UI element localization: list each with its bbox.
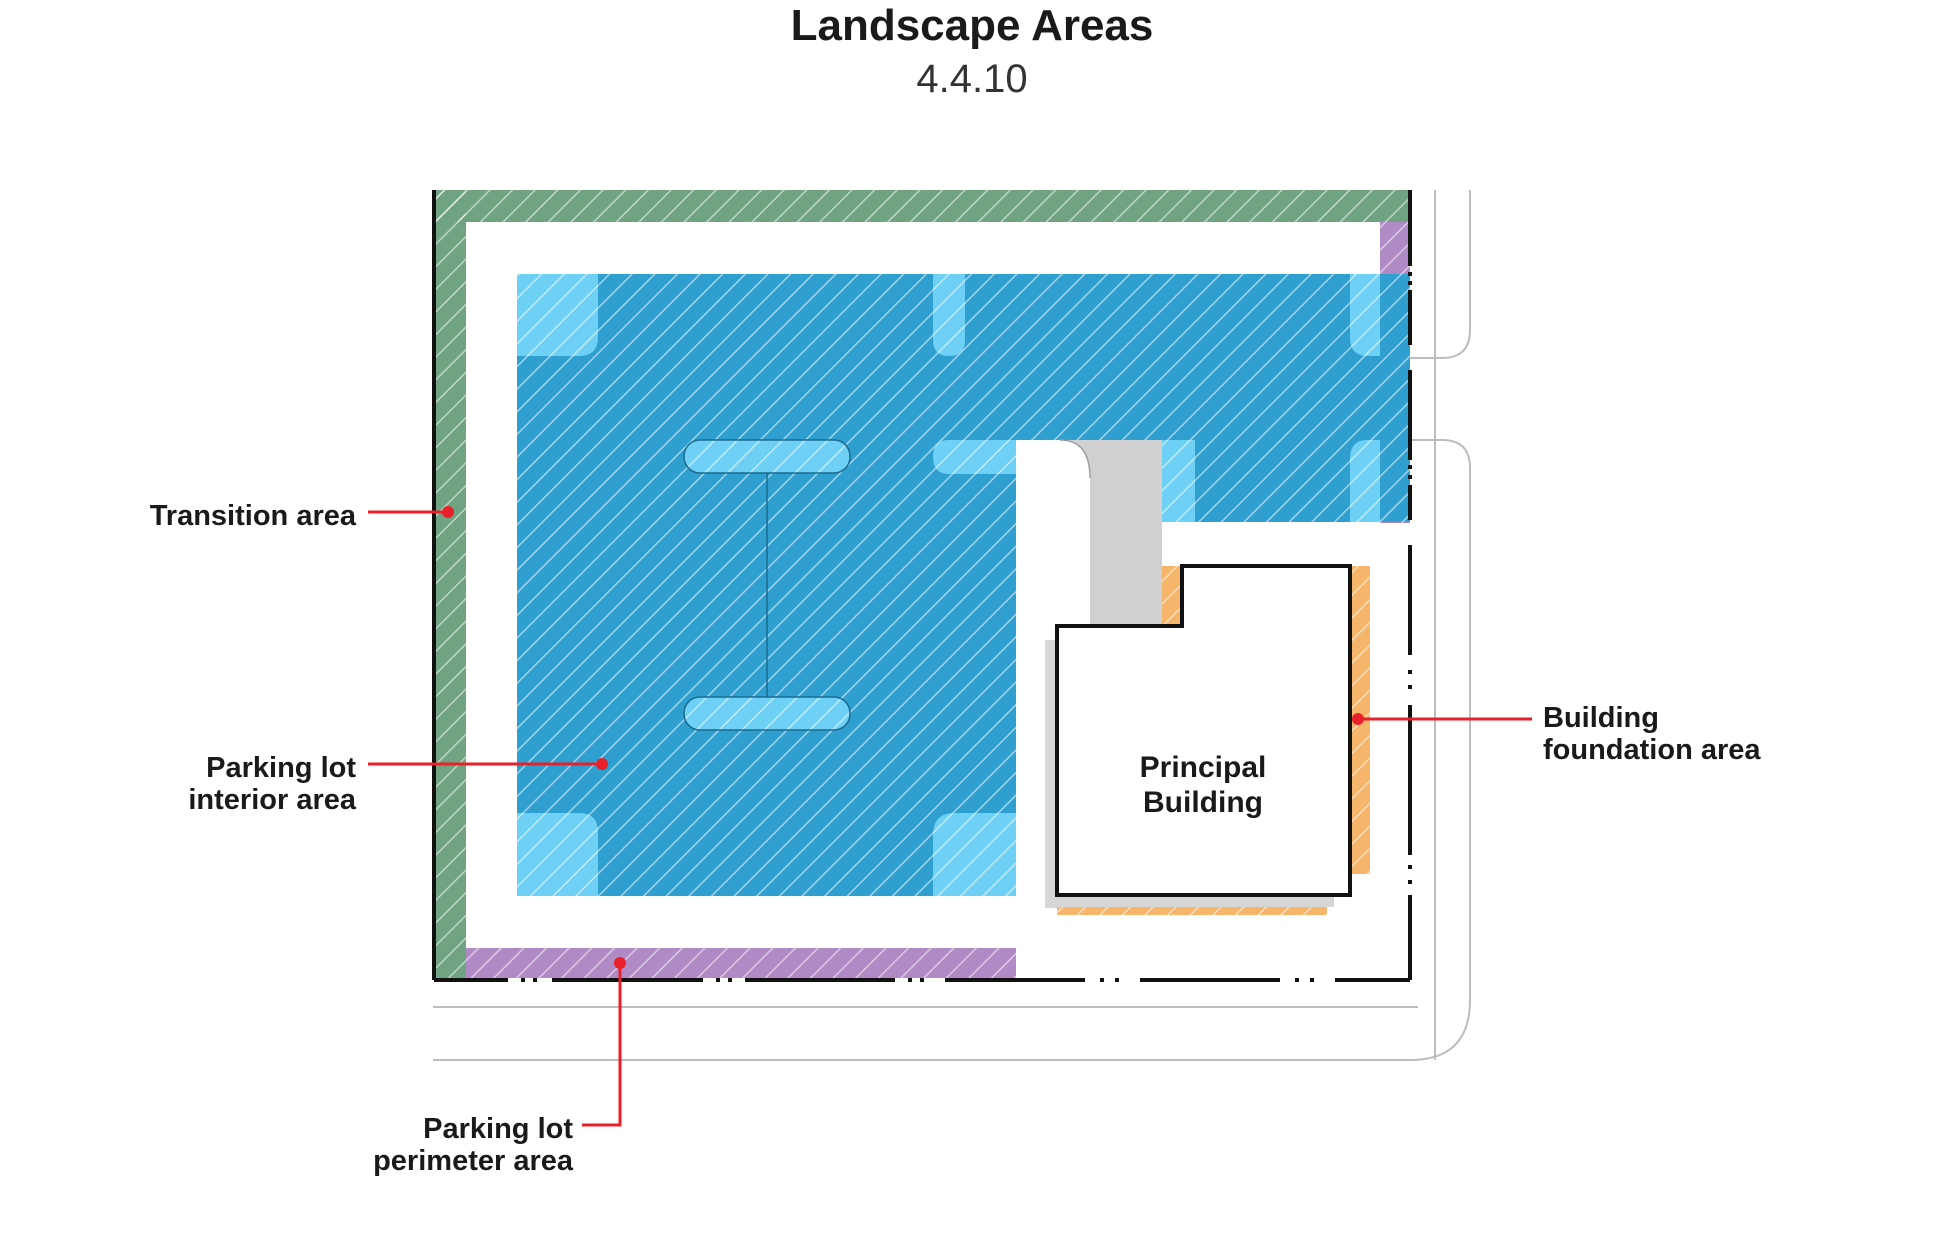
callout-interior-label-line1: Parking lot [206, 752, 356, 784]
building-label-line1: Principal [1140, 751, 1267, 784]
parking-interior-area [517, 274, 1410, 896]
diagram-title: Landscape Areas [791, 1, 1154, 50]
driveway [1059, 439, 1162, 626]
callout-transition-label: Transition area [150, 500, 357, 532]
callout-foundation-label-line2: foundation area [1543, 734, 1761, 766]
callout-building-foundation: Building foundation area [1352, 702, 1761, 766]
callout-transition: Transition area [150, 500, 454, 532]
callout-perimeter-label-line1: Parking lot [423, 1113, 573, 1145]
diagram-subtitle: 4.4.10 [916, 57, 1027, 101]
callout-perimeter-label-line2: perimeter area [373, 1145, 574, 1177]
property-line [432, 190, 1412, 982]
island-outlines [683, 439, 851, 731]
transition-area [434, 190, 1410, 980]
principal-building [1055, 564, 1352, 897]
building-label-line2: Building [1143, 786, 1263, 819]
building-shadow [1045, 640, 1334, 908]
parking-islands-hatch [517, 274, 1380, 896]
property-line-dots [521, 272, 1412, 982]
callout-parking-interior: Parking lot interior area [188, 752, 608, 816]
callout-parking-perimeter: Parking lot perimeter area [373, 957, 626, 1177]
callout-foundation-label-line1: Building [1543, 702, 1659, 734]
callout-interior-label-line2: interior area [188, 784, 356, 816]
